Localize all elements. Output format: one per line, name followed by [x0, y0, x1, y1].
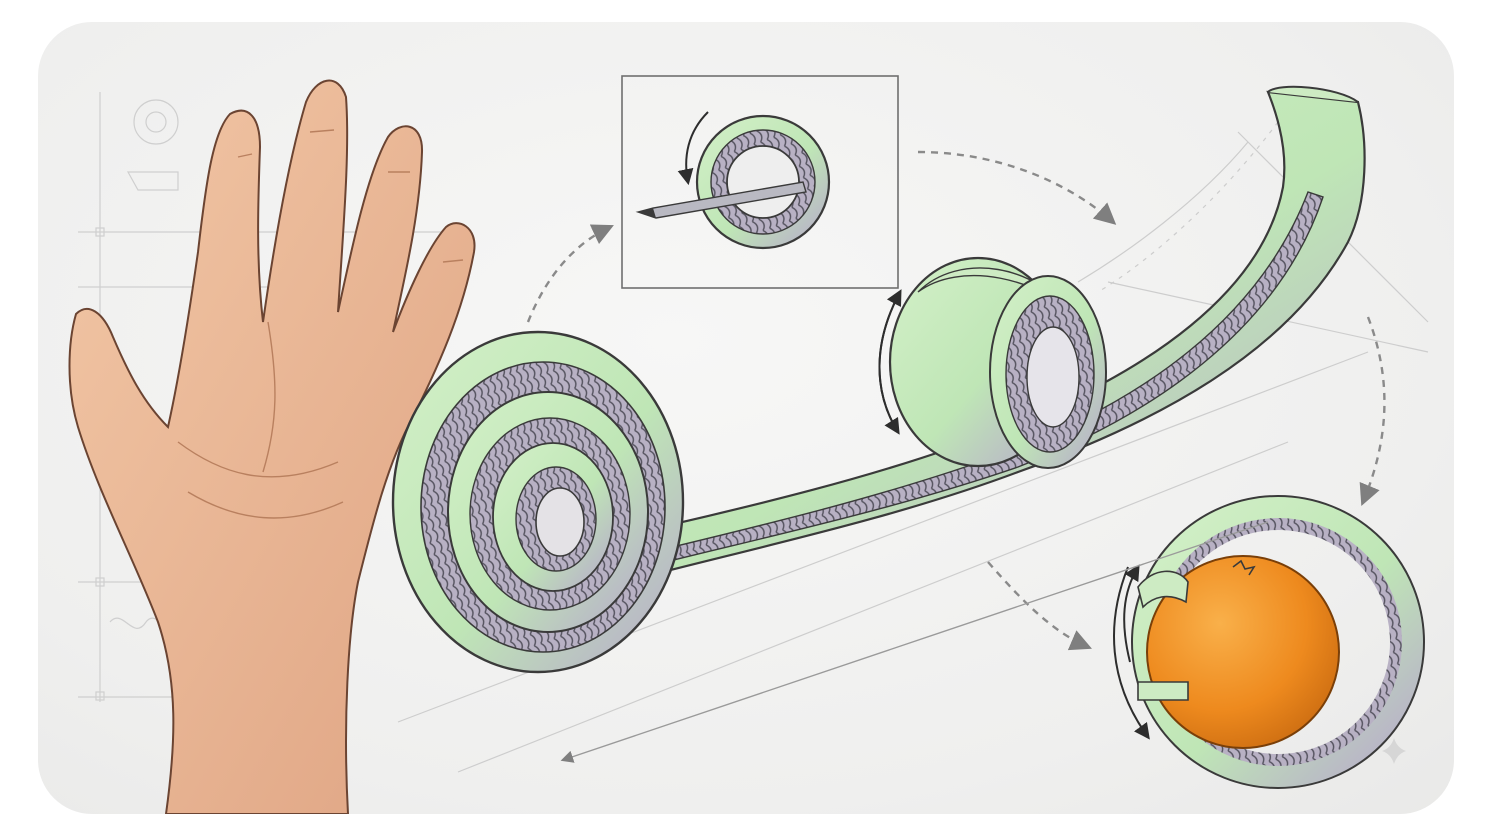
inset-ring-with-pencil — [621, 75, 899, 289]
arrow-ring-to-orange — [987, 561, 1092, 651]
illustration-card — [38, 22, 1454, 814]
hand-illustration — [68, 79, 476, 814]
flow-arrows — [526, 150, 1386, 763]
arrow-inset-to-band — [917, 150, 1117, 225]
pencil-icon — [635, 181, 807, 219]
band-wrapped-around-orange — [1113, 495, 1425, 789]
sparkle-icon — [1382, 738, 1406, 764]
arrow-roll-to-inset — [526, 224, 614, 323]
rolled-band-spiral — [391, 330, 685, 674]
arrow-back-along-band — [560, 521, 1269, 763]
orange-fruit — [1146, 555, 1340, 749]
slap-bracelet-diagram — [68, 75, 1429, 814]
curling-ring — [878, 256, 1107, 469]
arrow-band-to-orange — [1359, 316, 1386, 506]
